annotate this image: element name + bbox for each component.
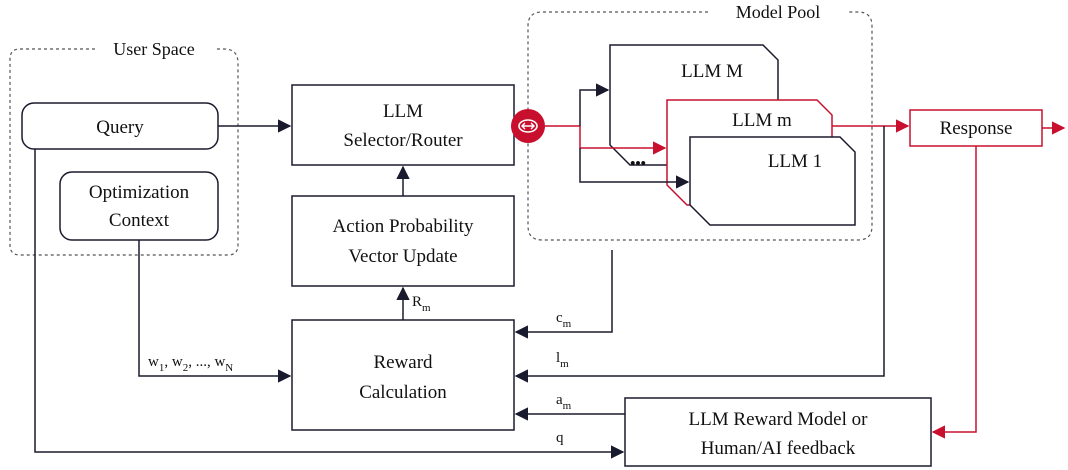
edge-response-to-reward-model [931,146,977,439]
user-space-border [9,48,239,256]
llm-ellipsis: ••• [630,156,646,172]
reward-model-line1: LLM Reward Model or [689,409,869,430]
reward-calc-line1: Reward [373,352,433,373]
edge-weights-to-reward [138,240,292,383]
response-box [909,109,1043,147]
llm-bottom-label: LLM 1 [768,151,822,172]
user-space-label: User Space [113,39,194,59]
edge-router-to-llm-1 [579,148,690,189]
selector-router-line2: Selector/Router [343,130,463,151]
edge-query-to-reward-model [34,149,625,459]
action-update-line1: Action Probability [333,216,474,237]
reward-calc-line2: Calculation [359,382,447,403]
optimization-context-line1: Optimization [89,182,190,203]
edge-router-to-llm-top [579,83,610,126]
action-update-box [291,195,515,287]
edge-router-to-llm-m [545,125,667,155]
query-label: Query [96,117,144,138]
edge-cost-to-reward [514,250,613,339]
model-pool-label: Model Pool [736,2,821,22]
reward-calc-box [291,319,515,431]
optimization-context-line2: Context [109,210,170,231]
model-pool-border [527,11,873,241]
llm-card-bottom [689,136,856,226]
llm-middle-label: LLM m [732,110,792,131]
label-q: q [556,430,564,446]
router-icon [511,109,545,143]
reward-model-box [624,397,932,467]
response-label: Response [940,118,1013,139]
edge-latency-to-reward [514,126,885,383]
label-r: Rm [412,294,431,314]
label-l: lm [556,350,569,370]
reward-model-line2: Human/AI feedback [701,438,856,459]
llm-top-label: LLM M [681,61,743,82]
selector-router-line1: LLM [383,101,423,122]
action-update-line2: Vector Update [348,246,457,267]
label-c: cm [556,310,572,330]
label-a: am [556,392,572,412]
label-weights: w1, w2, ..., wN [148,354,233,374]
selector-router-box [291,84,515,166]
